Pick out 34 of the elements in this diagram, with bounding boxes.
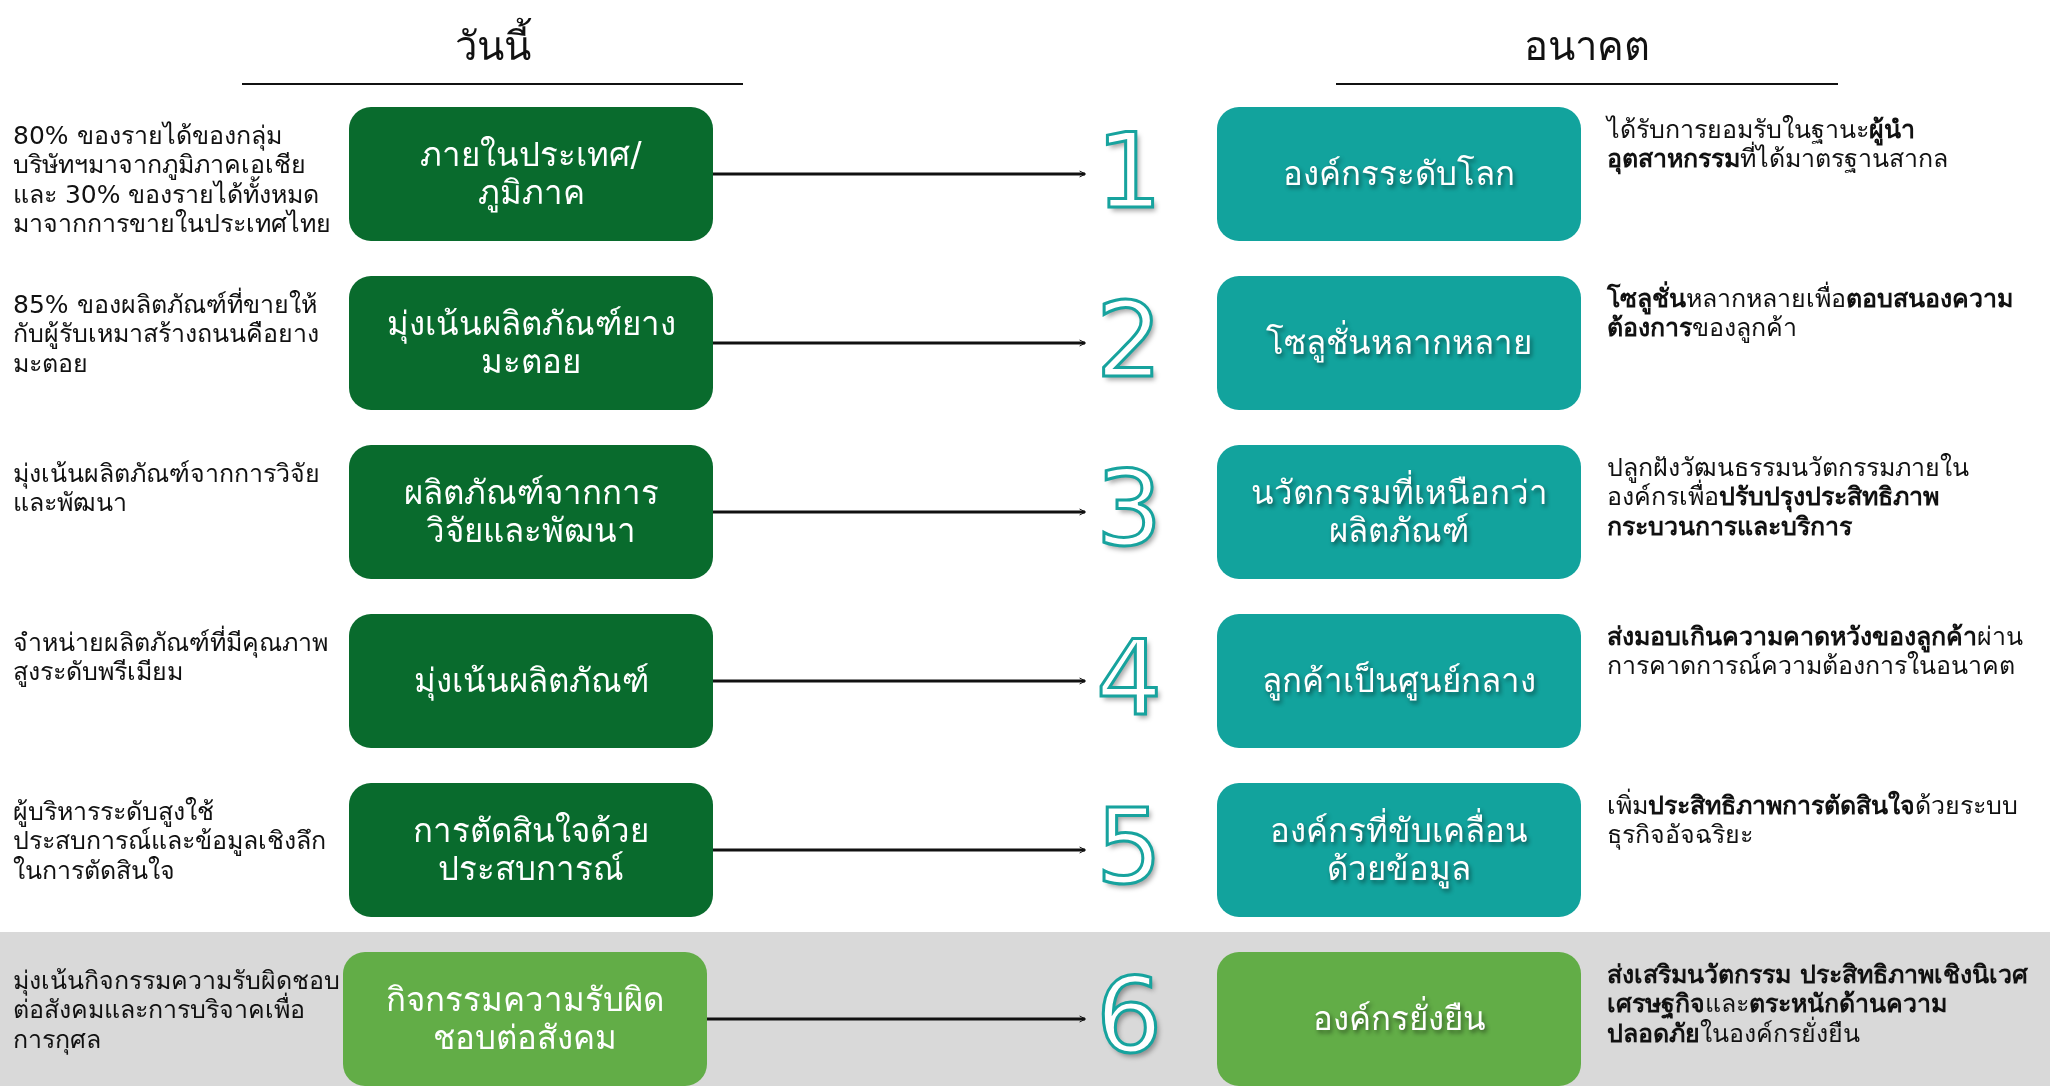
step-number: 5 — [1085, 795, 1173, 905]
column-heading: อนาคต — [1523, 22, 1651, 71]
process-box: มุ่งเน้นผลิตภัณฑ์ยางมะตอย — [349, 276, 713, 410]
description-text: มุ่งเน้นผลิตภัณฑ์จากการวิจัยและพัฒนา — [13, 459, 321, 518]
process-box: ลูกค้าเป็นศูนย์กลาง — [1217, 614, 1581, 748]
arrow — [707, 1015, 1087, 1023]
step-number: 2 — [1085, 288, 1173, 398]
step-number: 6 — [1085, 964, 1173, 1074]
description-text: มุ่งเน้นกิจกรรมความรับผิดชอบต่อสังคมและการบริจาคเพื่อการกุศล — [13, 966, 341, 1054]
arrow — [713, 508, 1087, 516]
process-box: องค์กรที่ขับเคลื่อนด้วยข้อมูล — [1217, 783, 1581, 917]
arrow — [713, 677, 1087, 685]
description-text: ผู้บริหารระดับสูงใช้ประสบการณ์และข้อมูลเชิงลึกในการตัดสินใจ — [13, 797, 327, 885]
description-text: ปลูกฝังวัฒนธรรมนวัตกรรมภายในองค์กรเพื่อปรับปรุงประสิทธิภาพกระบวนการและบริการ — [1607, 453, 1970, 541]
step-number: 4 — [1085, 626, 1173, 736]
process-box: มุ่งเน้นผลิตภัณฑ์ — [349, 614, 713, 748]
process-box: ผลิตภัณฑ์จากการวิจัยและพัฒนา — [349, 445, 713, 579]
process-box: องค์กรยั่งยืน — [1217, 952, 1581, 1086]
description-text: ได้รับการยอมรับในฐานะผู้นำอุตสาหกรรมที่ได้มาตรฐานสากล — [1607, 115, 1949, 174]
process-box: การตัดสินใจด้วยประสบการณ์ — [349, 783, 713, 917]
process-box: กิจกรรมความรับผิดชอบต่อสังคม — [343, 952, 707, 1086]
process-box: องค์กรระดับโลก — [1217, 107, 1581, 241]
arrow — [713, 339, 1087, 347]
process-box: ภายในประเทศ/ภูมิภาค — [349, 107, 713, 241]
process-box: นวัตกรรมที่เหนือกว่าผลิตภัณฑ์ — [1217, 445, 1581, 579]
description-text: ส่งมอบเกินความคาดหวังของลูกค้าผ่านการคาดการณ์ความต้องการในอนาคต — [1607, 622, 2024, 681]
process-box: โซลูชั่นหลากหลาย — [1217, 276, 1581, 410]
description-text: 80% ของรายได้ของกลุ่มบริษัทฯมาจากภูมิภาคเอเชีย และ 30% ของรายได้ทั้งหมดมาจากการขายในประเทศไทย — [13, 121, 332, 238]
arrow — [713, 846, 1087, 854]
step-number: 3 — [1085, 457, 1173, 567]
arrow — [713, 170, 1087, 178]
column-heading: วันนี้ — [242, 14, 743, 78]
description-text: ส่งเสริมนวัตกรรม ประสิทธิภาพเชิงนิเวศเศรษฐกิจและตระหนักด้านความปลอดภัยในองค์กรยั่งยืน — [1607, 960, 2029, 1048]
step-number: 1 — [1085, 119, 1173, 229]
